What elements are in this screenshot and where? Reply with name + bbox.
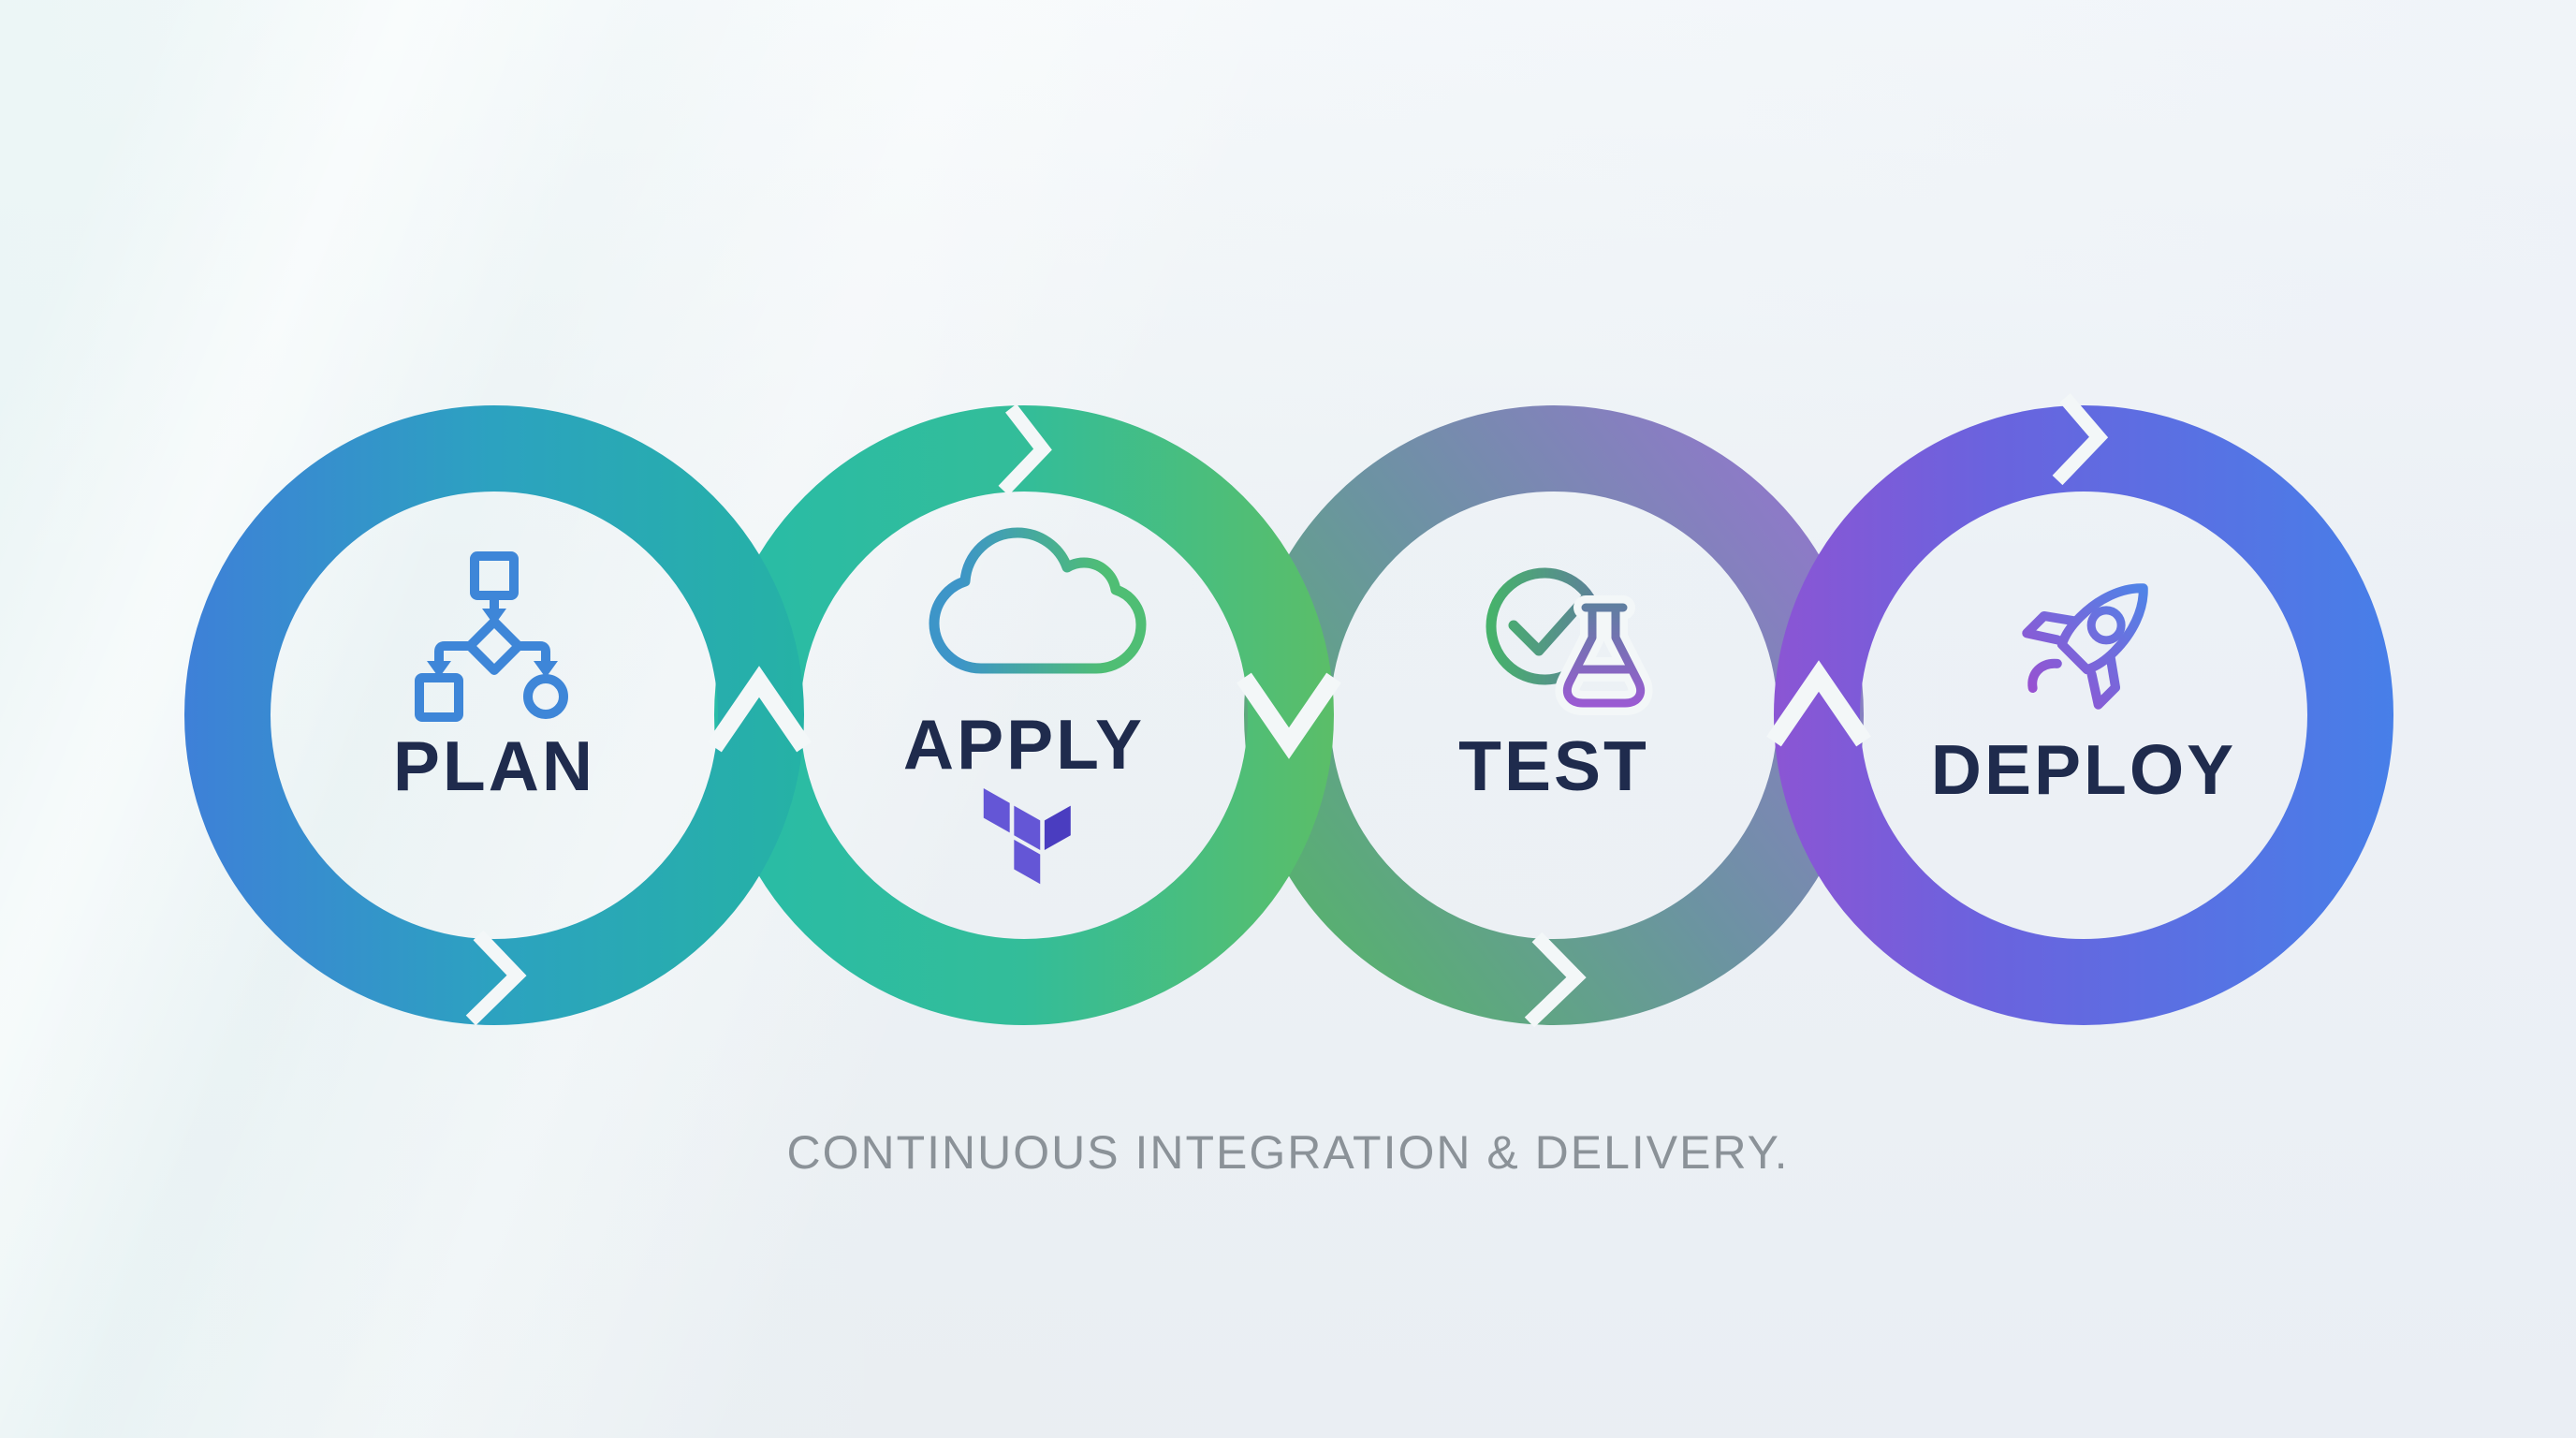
plan-arrow-notch-icon bbox=[465, 930, 527, 1026]
flowchart-right-arrowhead bbox=[534, 661, 558, 678]
flowchart-arrowhead-down bbox=[482, 609, 506, 625]
rocket-body bbox=[2056, 583, 2148, 675]
flowchart-left-node bbox=[415, 673, 463, 722]
terraform-piece-left bbox=[983, 788, 1010, 833]
stage-label-test: TEST bbox=[1458, 726, 1649, 805]
terraform-logo bbox=[983, 788, 1071, 885]
test-arrow-notch-icon bbox=[1524, 932, 1587, 1028]
flow-chevron-test-deploy-icon bbox=[1766, 660, 1871, 747]
flowchart-top-node bbox=[470, 551, 519, 600]
stage-label-plan: PLAN bbox=[393, 726, 595, 805]
flask-casing bbox=[1555, 595, 1653, 715]
stage-label-apply: APPLY bbox=[903, 705, 1145, 784]
rocket-icon bbox=[2022, 583, 2148, 710]
flowchart-circle-node bbox=[523, 674, 568, 719]
deploy-arrow-notch-icon bbox=[2052, 393, 2109, 486]
flowchart-diamond bbox=[465, 617, 523, 675]
flowchart-left-arrowhead bbox=[427, 661, 451, 678]
terraform-piece-mid bbox=[1014, 805, 1041, 851]
terraform-piece-right bbox=[1044, 805, 1071, 851]
flow-chevron-plan-apply-icon bbox=[707, 666, 812, 753]
terraform-piece-bottom bbox=[1014, 839, 1041, 885]
checkmark bbox=[1508, 594, 1590, 656]
rocket-right-fin bbox=[2086, 651, 2121, 710]
flow-chevron-apply-test-icon bbox=[1237, 672, 1341, 759]
flowchart-right-branch bbox=[514, 641, 550, 668]
flask-icon bbox=[1562, 603, 1646, 708]
rocket-window bbox=[2086, 606, 2126, 645]
rocket-left-fin bbox=[2022, 610, 2081, 645]
rocket-flame bbox=[2027, 658, 2062, 694]
apply-arrow-notch-icon bbox=[998, 404, 1052, 496]
stage-label-deploy: DEPLOY bbox=[1931, 730, 2236, 809]
ring-deploy bbox=[1774, 405, 2393, 1025]
flowchart-left-branch bbox=[434, 641, 475, 668]
diagram-caption: CONTINUOUS INTEGRATION & DELIVERY. bbox=[787, 1126, 1790, 1179]
flowchart-icon bbox=[415, 551, 568, 722]
check-flask-icon bbox=[1486, 567, 1653, 715]
cloud-icon bbox=[929, 527, 1147, 674]
ring-plan bbox=[184, 405, 804, 1025]
ring-test bbox=[1244, 405, 1864, 1025]
